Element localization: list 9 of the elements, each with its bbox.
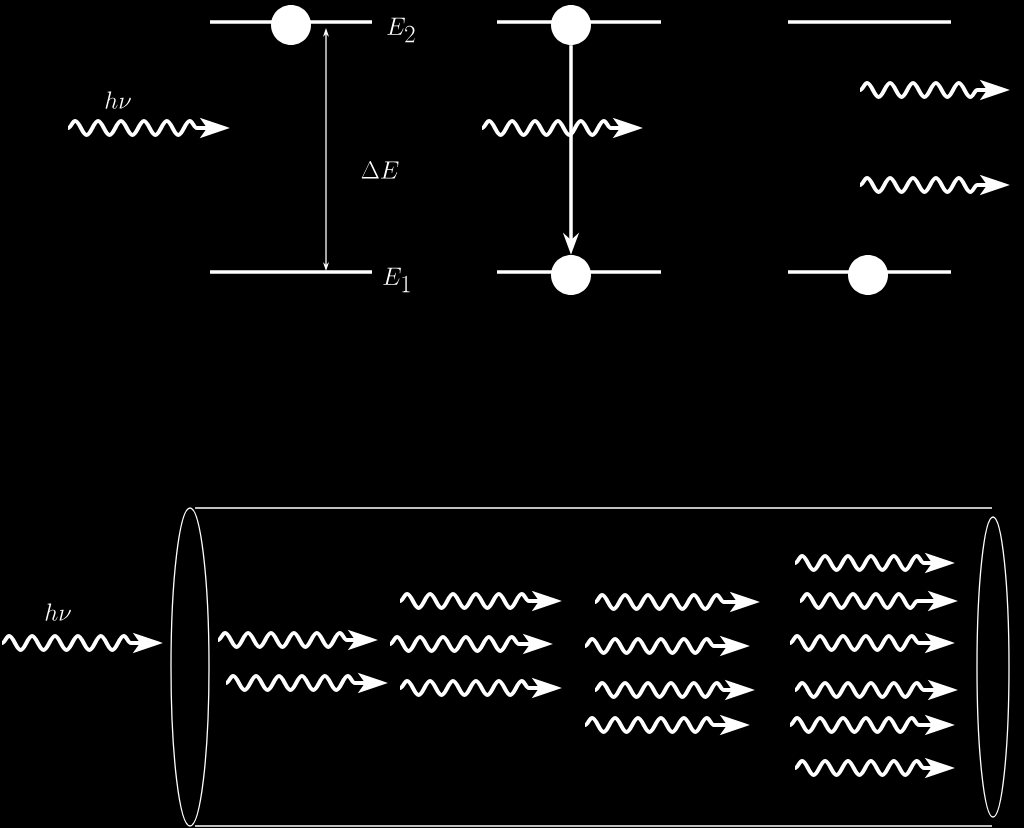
photon-label: $h\nu$ [45, 603, 71, 621]
electron [848, 255, 888, 295]
energy-label: $E_1$ [383, 267, 410, 293]
electron [271, 5, 311, 45]
electron [551, 5, 591, 45]
electron [551, 255, 591, 295]
energy-gap-label: $\Delta E$ [361, 160, 399, 179]
energy-label: $E_2$ [387, 17, 415, 43]
photon-label: $h\nu$ [105, 91, 131, 109]
